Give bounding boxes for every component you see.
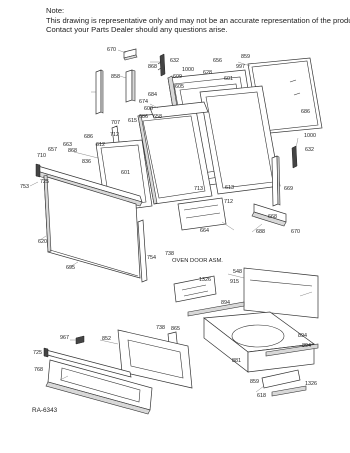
- drawer-front-frame: [117, 329, 193, 389]
- part-label: 725: [33, 350, 42, 356]
- part-label: 674: [139, 99, 148, 105]
- part-label: 686: [139, 114, 148, 120]
- part-label: 1000: [304, 133, 316, 139]
- part-label: 1326: [199, 277, 211, 283]
- part-label: 865: [171, 326, 180, 332]
- section-label-oven-door: OVEN DOOR ASM.: [172, 258, 223, 264]
- part-label: 658: [153, 114, 162, 120]
- part-label: 669: [284, 186, 293, 192]
- part-label: 628: [203, 70, 212, 76]
- part-label: 768: [34, 367, 43, 373]
- hinge-bracket-left: [125, 69, 136, 103]
- drawer-side-bracket-upper: [173, 275, 217, 303]
- hinge-right: [291, 145, 298, 169]
- part-label: 668: [268, 214, 277, 220]
- part-label: 754: [147, 255, 156, 261]
- part-label: 609: [173, 74, 182, 80]
- drawer-rear-panel: [243, 267, 319, 319]
- part-label: 859: [250, 379, 259, 385]
- side-trim-left: [95, 69, 104, 115]
- part-label: 852: [102, 336, 111, 342]
- part-label: 894: [221, 300, 230, 306]
- note-heading: Note:: [46, 6, 65, 15]
- part-label: 881: [232, 358, 241, 364]
- part-label: 670: [107, 47, 116, 53]
- part-label: 707: [111, 120, 120, 126]
- part-number-labels: 670 858 632 1000 628 656 997 859 686 868…: [20, 47, 317, 399]
- drawer-glide-assembly: [261, 369, 307, 397]
- part-label: 894: [298, 333, 307, 339]
- part-label: 656: [213, 58, 222, 64]
- oven-door-handle: [35, 163, 143, 207]
- part-label: 548: [233, 269, 242, 275]
- part-label: 686: [301, 109, 310, 115]
- note-line-2: Contact your Parts Dealer should any que…: [46, 25, 228, 35]
- drawer-rail-left: [187, 301, 245, 317]
- drawer-handle: [43, 347, 132, 378]
- drawer-rail-right: [265, 343, 319, 357]
- part-label: 868: [68, 148, 77, 154]
- part-label: 753: [20, 184, 29, 190]
- part-label: 615: [128, 118, 137, 124]
- part-label: 605: [175, 84, 184, 90]
- part-label: 858: [111, 74, 120, 80]
- hinge-cap-top: [123, 48, 138, 61]
- note-line-1: This drawing is representative only and …: [46, 15, 350, 25]
- part-label: 1000: [182, 67, 194, 73]
- part-label: 620: [38, 239, 47, 245]
- part-label: 868: [148, 64, 157, 70]
- part-label: 688: [256, 229, 265, 235]
- disclaimer-note: Note: This drawing is representative onl…: [46, 6, 350, 35]
- bottom-hinge-bracket: [251, 203, 287, 227]
- part-label: 894: [302, 343, 311, 349]
- part-label: 712: [110, 132, 119, 138]
- part-label: 601: [224, 76, 233, 82]
- part-label: 712: [224, 199, 233, 205]
- hinge-upper: [157, 53, 166, 77]
- part-label: 632: [305, 147, 314, 153]
- door-side-trim: [137, 219, 148, 283]
- oven-door-outer-panel: [43, 174, 141, 279]
- part-label: 618: [257, 393, 266, 399]
- part-label: 657: [48, 147, 57, 153]
- part-label: 670: [291, 229, 300, 235]
- part-label: 967: [60, 335, 69, 341]
- part-label: 713: [194, 186, 203, 192]
- part-label: 601: [121, 170, 130, 176]
- part-label: 836: [82, 159, 91, 165]
- part-label: 612: [96, 142, 105, 148]
- part-label: 997: [236, 64, 245, 70]
- side-trim-right: [271, 155, 281, 207]
- part-label: 695: [66, 265, 75, 271]
- part-label: 725: [40, 179, 49, 185]
- part-label: 915: [230, 279, 239, 285]
- part-label: 1326: [305, 381, 317, 387]
- drawer-pan: [203, 311, 315, 373]
- reference-code: RA-6343: [32, 407, 58, 414]
- part-label: 664: [200, 228, 209, 234]
- part-label: 600: [144, 106, 153, 112]
- part-label: 859: [241, 54, 250, 60]
- callout-leaders: [29, 49, 313, 393]
- part-label: 613: [225, 185, 234, 191]
- part-label: 686: [84, 134, 93, 140]
- door-baffle: [149, 101, 209, 119]
- drawer-front-panel: [45, 359, 153, 415]
- part-label: 738: [156, 325, 165, 331]
- part-label: 663: [63, 142, 72, 148]
- door-window-frame: [137, 109, 213, 205]
- part-label: 738: [165, 251, 174, 257]
- drawer-clip: [75, 335, 85, 345]
- part-label: 632: [170, 58, 179, 64]
- part-label: 710: [37, 153, 46, 159]
- part-label: 684: [148, 92, 157, 98]
- door-insulation: [177, 197, 227, 231]
